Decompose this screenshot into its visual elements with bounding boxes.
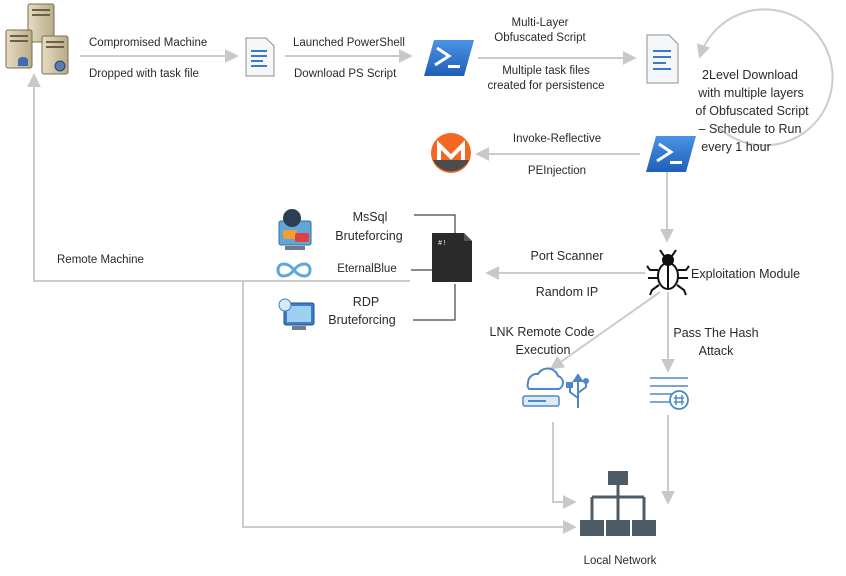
list-hash-icon [650, 377, 689, 410]
script-file-mark: #! [438, 240, 446, 248]
label-exploitation-module: Exploitation Module [691, 267, 801, 281]
label-two-level-4: – Schedule to Run [698, 122, 802, 136]
script-file-icon: #! [432, 233, 472, 282]
document-icon-2 [646, 34, 679, 84]
document-icon [245, 37, 275, 77]
label-multiple-task-1: Multiple task files [502, 65, 590, 77]
label-mssql-1: MsSql [352, 210, 388, 224]
connectors [27, 8, 834, 534]
loop-arrow [696, 8, 834, 147]
label-multi-layer-1: Multi-Layer [511, 17, 569, 29]
label-launched-powershell: Launched PowerShell [293, 37, 405, 49]
powershell-icon [424, 40, 474, 76]
bug-icon [646, 249, 690, 296]
network-hierarchy-icon [580, 471, 656, 536]
label-dropped-task-file: Dropped with task file [89, 68, 199, 80]
cloud-server-icon [522, 367, 564, 407]
label-port-scanner: Port Scanner [530, 249, 604, 263]
label-mssql-2: Bruteforcing [335, 229, 403, 243]
label-pe-injection: PEInjection [527, 165, 587, 177]
label-lnk-1: LNK Remote Code [489, 325, 595, 339]
label-pth-1: Pass The Hash [673, 326, 759, 340]
label-remote-machine: Remote Machine [57, 254, 144, 266]
label-lnk-2: Execution [515, 343, 571, 357]
label-multi-layer-2: Obfuscated Script [494, 32, 586, 44]
label-two-level-5: every 1 hour [701, 140, 771, 154]
label-eternalblue: EternalBlue [337, 263, 397, 275]
monero-icon [431, 133, 471, 173]
chat-monitor-icon [278, 209, 312, 250]
line-to-remote [242, 280, 577, 534]
remote-desktop-icon [278, 298, 315, 330]
powershell-icon-2 [646, 136, 696, 172]
server-cluster-icon [5, 3, 69, 75]
label-compromised-machine: Compromised Machine [89, 37, 208, 49]
label-rdp-1: RDP [352, 295, 380, 309]
arrow-bug-to-lnk [549, 291, 661, 370]
label-rdp-2: Bruteforcing [328, 313, 396, 327]
label-download-ps-script: Download PS Script [294, 68, 397, 80]
label-two-level-1: 2Level Download [702, 68, 798, 82]
label-pth-2: Attack [698, 344, 734, 358]
label-invoke-reflective: Invoke-Reflective [512, 133, 602, 145]
arrow-cloud-to-network [552, 422, 577, 509]
label-random-ip: Random IP [535, 285, 599, 299]
bracket-lines [411, 214, 456, 321]
label-two-level-2: with multiple layers [698, 86, 804, 100]
label-multiple-task-2: created for persistence [487, 80, 605, 92]
infinity-icon [276, 262, 312, 278]
label-local-network: Local Network [583, 555, 657, 567]
usb-icon [566, 373, 589, 408]
label-two-level-3: of Obfuscated Script [695, 104, 809, 118]
arrow-remote-to-origin [27, 73, 243, 282]
